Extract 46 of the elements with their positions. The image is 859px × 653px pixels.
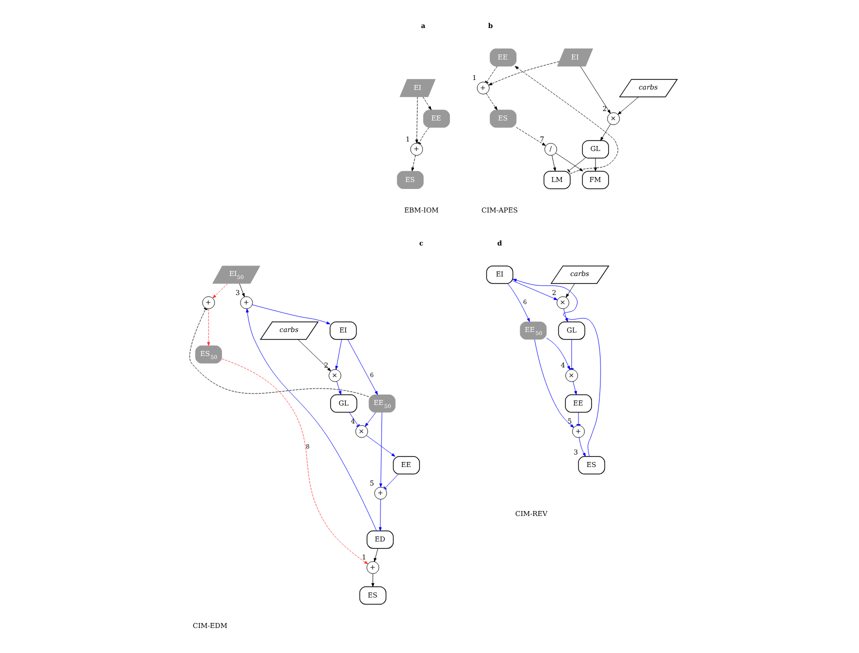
arrow [556, 152, 584, 172]
arrow [600, 124, 611, 141]
arrow [534, 339, 574, 428]
connector [417, 127, 430, 144]
arrow [512, 280, 558, 300]
arrow [371, 574, 374, 588]
arrow [207, 308, 210, 346]
connector [570, 339, 574, 370]
arrow [566, 283, 575, 298]
arrow [212, 283, 228, 298]
arrow [298, 339, 332, 372]
arrow [516, 127, 546, 146]
arrow [239, 283, 245, 298]
arrow [572, 381, 577, 395]
arrow [512, 278, 601, 457]
connector [383, 474, 399, 490]
arrow [415, 96, 418, 144]
arrow [335, 339, 342, 370]
connector [190, 308, 370, 398]
arrow [507, 283, 530, 322]
connector [567, 158, 586, 173]
arrow [594, 158, 597, 172]
arrow [580, 66, 611, 114]
arrow [564, 308, 568, 322]
arrow [486, 93, 498, 110]
arrow [378, 499, 382, 532]
arrow [578, 437, 586, 457]
arrow [364, 412, 376, 427]
arrow [222, 358, 368, 564]
arrow [422, 96, 432, 110]
connector [349, 412, 360, 428]
arrow [514, 66, 618, 174]
arrow [366, 435, 396, 457]
connector [576, 412, 580, 426]
arrow [488, 61, 560, 86]
arrow [374, 548, 378, 562]
connector [484, 66, 498, 84]
arrow [552, 155, 556, 172]
arrow [379, 412, 382, 488]
arrow [336, 381, 342, 395]
arrow [246, 308, 377, 532]
arrow [411, 155, 416, 172]
arrow [348, 339, 378, 395]
arrow [618, 96, 639, 115]
arrow [546, 338, 570, 370]
arrow [252, 304, 330, 324]
